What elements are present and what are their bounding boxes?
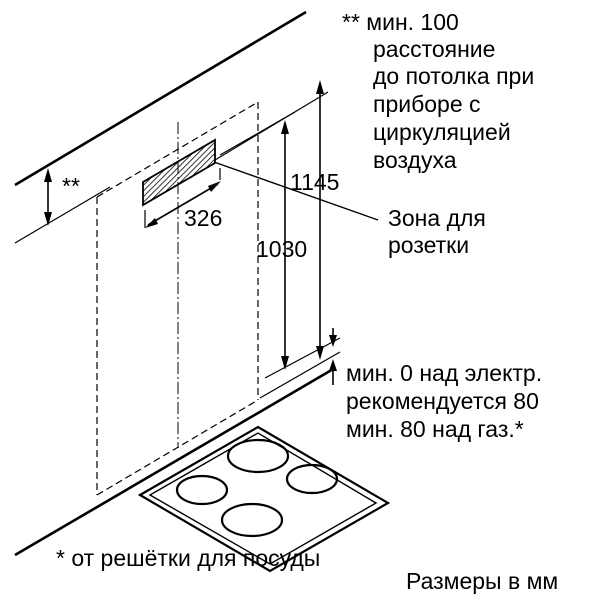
hob-note-line-2: рекомендуется 80 bbox=[346, 388, 539, 414]
ceiling-note-line-1: ** мин. 100 bbox=[342, 9, 459, 35]
ceiling-note-line-2: расстояние bbox=[373, 36, 495, 62]
hob-burner-back-left bbox=[226, 438, 290, 474]
socket-zone-leader bbox=[213, 161, 379, 221]
units-note: Размеры в мм bbox=[406, 568, 558, 594]
ceiling-note-line-4: приборе с bbox=[373, 91, 481, 117]
socket-zone bbox=[142, 138, 216, 207]
dimension-326: 326 bbox=[184, 205, 222, 231]
dimension-326-arrow bbox=[145, 181, 221, 228]
ceiling-note: ** мин. 100 расстояние до потолка при пр… bbox=[342, 9, 534, 173]
hob-burner-front-right bbox=[220, 502, 284, 538]
hob-note-line-3: мин. 80 над газ.* bbox=[346, 416, 524, 442]
dimension-1030-arrow bbox=[281, 120, 289, 370]
ceiling-note-line-6: воздуха bbox=[373, 147, 457, 173]
dimension-1145: 1145 bbox=[290, 169, 339, 195]
dimension-hob-gap bbox=[329, 328, 337, 385]
ceiling-line bbox=[14, 10, 307, 187]
hob bbox=[137, 425, 391, 573]
dimension-1145-arrow bbox=[316, 80, 324, 360]
hob-distance-note: мин. 0 над электр. рекомендуется 80 мин.… bbox=[346, 360, 542, 442]
ceiling-note-line-3: до потолка при bbox=[373, 63, 534, 89]
hob-plane-line bbox=[14, 366, 336, 557]
socket-zone-label: Зона для розетки bbox=[388, 205, 486, 258]
ceiling-note-line-5: циркуляцией bbox=[373, 119, 511, 145]
extension-lines bbox=[14, 91, 341, 399]
ceiling-clearance-marker: ** bbox=[62, 173, 80, 199]
socket-zone-label-line-1: Зона для bbox=[388, 205, 486, 231]
socket-zone-label-line-2: розетки bbox=[388, 232, 469, 258]
hob-burner-front-left bbox=[175, 474, 229, 506]
hob-burner-back-right bbox=[285, 463, 339, 495]
dimension-1030: 1030 bbox=[256, 236, 307, 262]
hob-note-line-1: мин. 0 над электр. bbox=[346, 360, 542, 386]
dimension-ceiling-clearance bbox=[44, 168, 52, 226]
footnote: * от решётки для посуды bbox=[56, 545, 320, 571]
